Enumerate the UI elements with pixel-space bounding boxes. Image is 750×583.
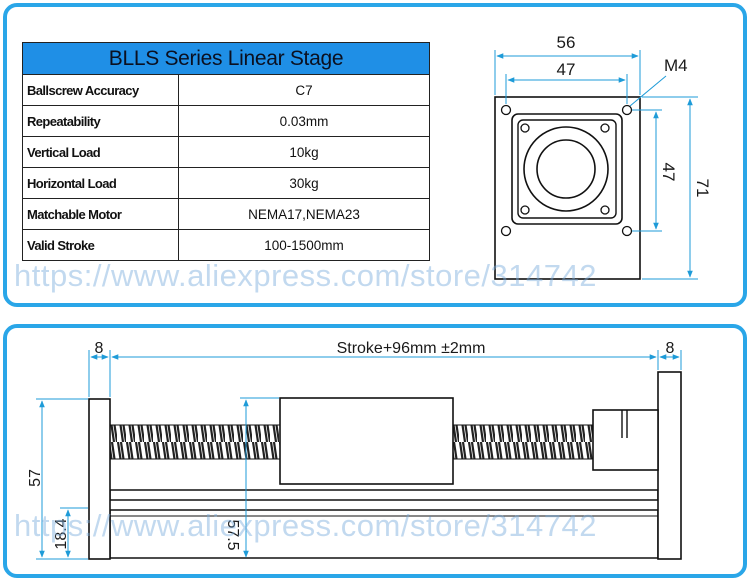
- ballscrew-right: [452, 424, 594, 460]
- dim-label-8-right: 8: [666, 340, 675, 357]
- base-rail-top: [109, 489, 659, 501]
- dim-57: 57: [27, 398, 88, 560]
- dim-label-57: 57: [27, 469, 44, 487]
- dim-label-18-4: 18.4: [53, 518, 70, 549]
- spec-label: Ballscrew Accuracy: [22, 74, 179, 106]
- dim-8-right: 8: [659, 340, 682, 370]
- dim-label-71: 71: [693, 179, 712, 198]
- flange-hole: [520, 205, 530, 215]
- end-plate-right: [657, 371, 682, 560]
- spec-value: 0.03mm: [178, 105, 430, 137]
- dim-stroke: Stroke+96mm ±2mm: [111, 340, 659, 370]
- motor-flange-inner: [517, 119, 617, 219]
- dim-label-47v: 47: [659, 163, 678, 182]
- bore-outer: [523, 126, 609, 212]
- mount-hole: [621, 225, 633, 237]
- spec-label: Vertical Load: [22, 136, 179, 168]
- dim-47-vertical: 47: [632, 109, 678, 232]
- dim-label-47h: 47: [557, 60, 576, 79]
- dim-56: 56: [494, 33, 641, 95]
- spec-label: Horizontal Load: [22, 167, 179, 199]
- dim-label-56: 56: [557, 33, 576, 52]
- thread-label: M4: [664, 56, 688, 75]
- dim-label-8-left: 8: [95, 340, 104, 357]
- dim-label-stroke: Stroke+96mm ±2mm: [337, 340, 486, 357]
- dim-18-4: 18.4: [53, 507, 88, 558]
- dim-57-5: 57.5: [224, 397, 279, 558]
- flange-hole: [600, 205, 610, 215]
- m4-callout: M4: [629, 56, 688, 107]
- end-plate-left: [88, 398, 111, 560]
- bore-inner: [536, 139, 596, 199]
- end-plate-outline: [494, 96, 641, 280]
- dim-71: 71: [642, 96, 712, 280]
- spec-value: 100-1500mm: [178, 229, 430, 261]
- dim-8-left: 8: [88, 340, 111, 397]
- watermark-bottom: https://www.aliexpress.com/store/314742: [14, 508, 597, 543]
- mount-hole: [500, 104, 512, 116]
- dim-47-horizontal: 47: [505, 60, 628, 104]
- mount-hole: [621, 104, 633, 116]
- spec-value: 10kg: [178, 136, 430, 168]
- dim-label-57-5: 57.5: [224, 519, 241, 550]
- front-view: 56 47 M4 47 71: [494, 33, 712, 280]
- mount-hole: [500, 225, 512, 237]
- ballscrew-left: [109, 424, 281, 460]
- motor-flange-outer: [511, 113, 623, 225]
- flange-hole: [520, 123, 530, 133]
- spec-label: Valid Stroke: [22, 229, 179, 261]
- bearing-housing: [592, 409, 659, 471]
- watermark-top: https://www.aliexpress.com/store/314742: [14, 258, 597, 293]
- spec-table: BLLS Series Linear Stage Ballscrew Accur…: [22, 42, 430, 261]
- side-view: 8 Stroke+96mm ±2mm 8 57 18.4: [27, 340, 682, 560]
- base-rail: [109, 509, 659, 559]
- carriage: [279, 397, 454, 485]
- spec-label: Matchable Motor: [22, 198, 179, 230]
- flange-hole: [600, 123, 610, 133]
